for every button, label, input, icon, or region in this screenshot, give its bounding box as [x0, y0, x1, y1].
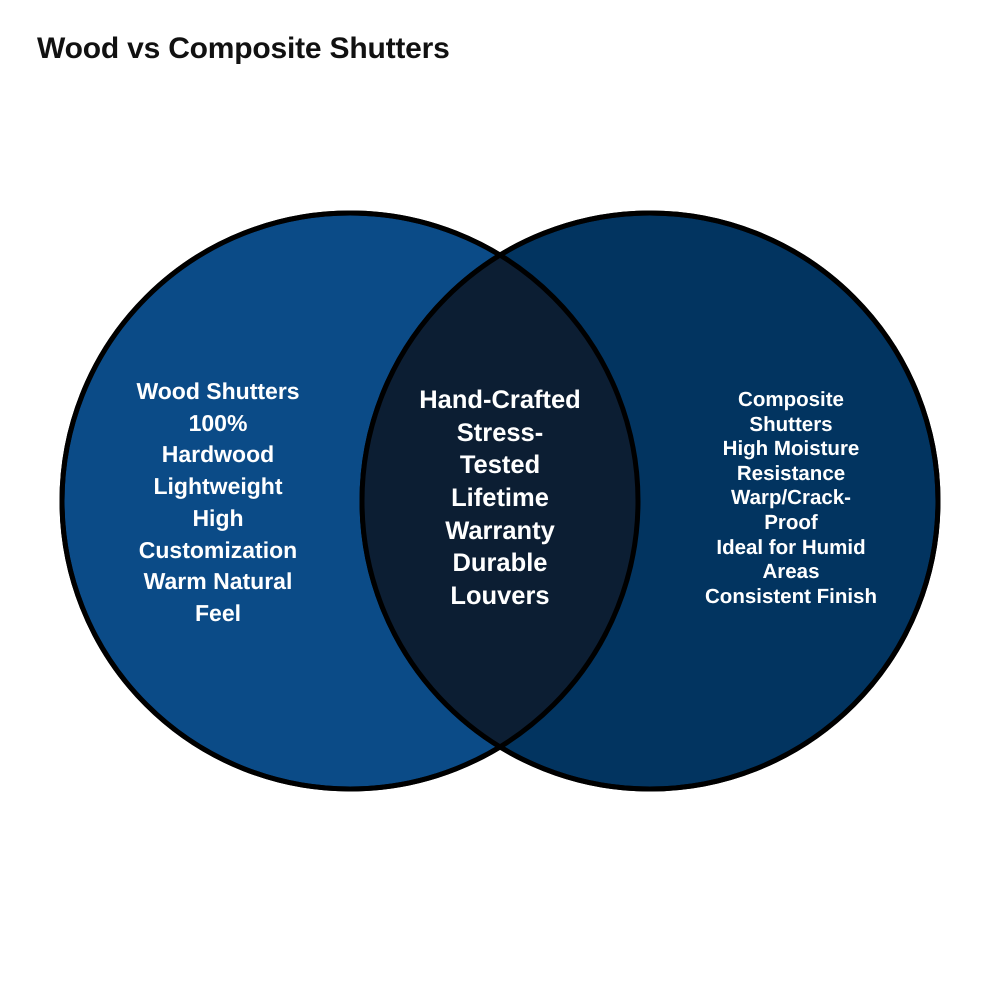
venn-outline-left — [59, 210, 641, 792]
venn-outline-right — [359, 210, 941, 792]
venn-label-intersection: Hand-Crafted Stress- Tested Lifetime War… — [419, 386, 581, 610]
venn-intersection-group — [362, 213, 938, 789]
venn-intersection-lens[interactable] — [362, 213, 938, 789]
page-title: Wood vs Composite Shutters — [37, 32, 450, 65]
venn-label-left: Wood Shutters 100% Hardwood Lightweight … — [136, 378, 300, 627]
venn-label-right: Composite Shutters High Moisture Resista… — [705, 388, 877, 608]
